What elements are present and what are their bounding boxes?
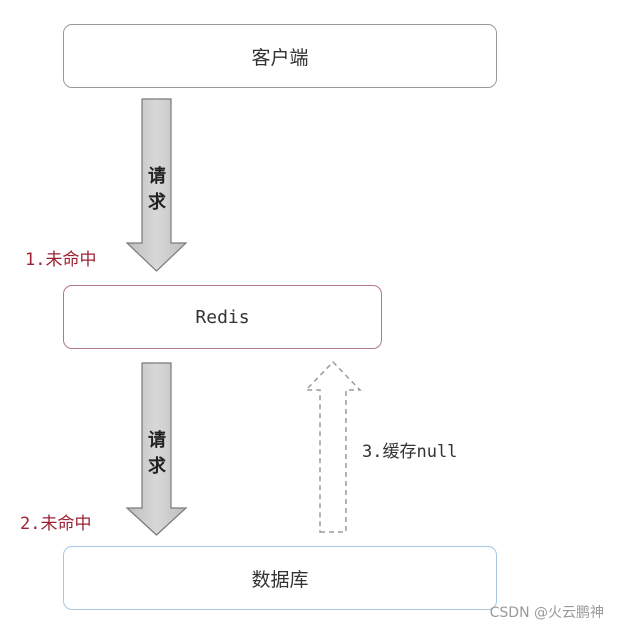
request-arrow-1-char-1: 请: [148, 166, 166, 187]
request-arrow-2: [125, 362, 188, 536]
request-arrow-1: [125, 98, 188, 272]
request-arrow-1-text: 请 求: [142, 164, 172, 216]
watermark: CSDN @火云鹏神: [489, 605, 604, 621]
client-box: 客户端: [63, 24, 497, 88]
request-arrow-1-char-2: 求: [148, 192, 166, 213]
request-arrow-2-char-1: 请: [148, 430, 166, 451]
cache-null-dashed-arrow: [304, 360, 362, 533]
cache-null-label: 3.缓存null: [362, 442, 458, 462]
database-label: 数据库: [251, 568, 309, 591]
miss-2-label: 2.未命中: [20, 514, 92, 534]
miss-1-label: 1.未命中: [25, 250, 97, 270]
request-arrow-2-char-2: 求: [148, 456, 166, 477]
redis-label: Redis: [195, 306, 250, 328]
client-label: 客户端: [251, 46, 309, 69]
redis-box: Redis: [63, 285, 382, 349]
database-box: 数据库: [63, 546, 497, 610]
request-arrow-2-text: 请 求: [142, 428, 172, 480]
